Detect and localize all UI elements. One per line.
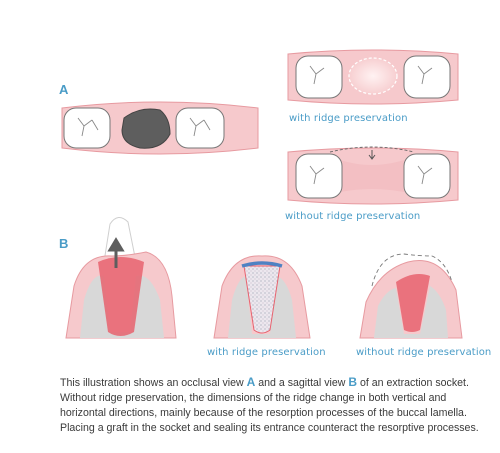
- occlusal-with-preservation: [287, 49, 459, 105]
- sagittal-extraction: [65, 217, 177, 339]
- sagittal-with-preservation: [213, 255, 311, 339]
- bone: [80, 275, 164, 338]
- panel-a-letter: A: [59, 82, 69, 97]
- illustration: [61, 49, 463, 339]
- original-contour: [329, 146, 415, 153]
- original-ridge-contour: [371, 253, 453, 287]
- label-b-with: with ridge preservation: [207, 347, 326, 358]
- label-b-without: without ridge preservation: [356, 347, 492, 358]
- label-a-with: with ridge preservation: [289, 113, 408, 124]
- tooth-outline: [103, 217, 137, 263]
- open-socket: [98, 257, 144, 336]
- label-a-without: without ridge preservation: [285, 211, 421, 222]
- collapsed-socket: [396, 274, 430, 332]
- sagittal-without-preservation: [359, 253, 463, 339]
- occlusal-without-preservation: [287, 146, 459, 205]
- caption: This illustration shows an occlusal view…: [60, 375, 480, 436]
- extraction-arrow: [107, 237, 125, 268]
- caption-part-3: of an extraction socket. Without ridge p…: [60, 377, 479, 434]
- molar-left: [63, 107, 111, 149]
- membrane-seal: [241, 261, 283, 268]
- occlusal-view-main: [61, 101, 259, 155]
- shrink-arrow: [368, 150, 376, 160]
- graft-material: [243, 265, 281, 334]
- caption-part-1: This illustration shows an occlusal view: [60, 377, 247, 389]
- panel-b-letter: B: [59, 236, 69, 251]
- caption-ref-b: B: [348, 375, 358, 389]
- molar-right: [175, 107, 225, 149]
- caption-ref-a: A: [246, 375, 256, 389]
- collapsed-ridge: [340, 160, 404, 192]
- extraction-socket: [121, 108, 171, 149]
- caption-part-2: and a sagittal view: [255, 377, 349, 389]
- healed-site: [348, 57, 398, 95]
